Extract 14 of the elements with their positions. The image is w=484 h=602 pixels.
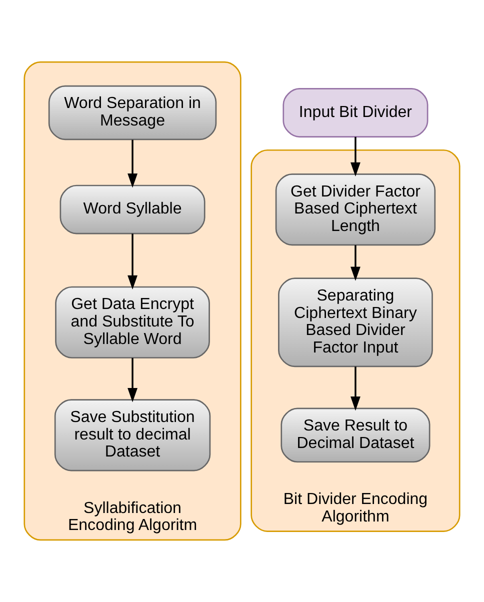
node-box: Get Divider Factor Based Ciphertext Length — [275, 174, 436, 246]
node-box: Word Syllable — [60, 184, 206, 234]
arrow — [128, 140, 138, 188]
arrow — [350, 245, 360, 281]
node-box: Input Bit Divider — [282, 88, 428, 138]
arrow — [350, 136, 360, 176]
node-box: Save Substitution result to decimal Dataset — [54, 399, 211, 472]
arrow — [350, 366, 360, 411]
node-box: Separating Ciphertext Binary Based Divider Factor Input — [278, 278, 433, 368]
arrow — [128, 358, 138, 402]
arrow — [128, 234, 138, 290]
node-box: Save Result to Decimal Dataset — [280, 408, 430, 463]
node-box: Word Separation in Message — [48, 85, 217, 140]
node-box: Get Data Encrypt and Substitute To Syllable Word — [55, 286, 210, 358]
